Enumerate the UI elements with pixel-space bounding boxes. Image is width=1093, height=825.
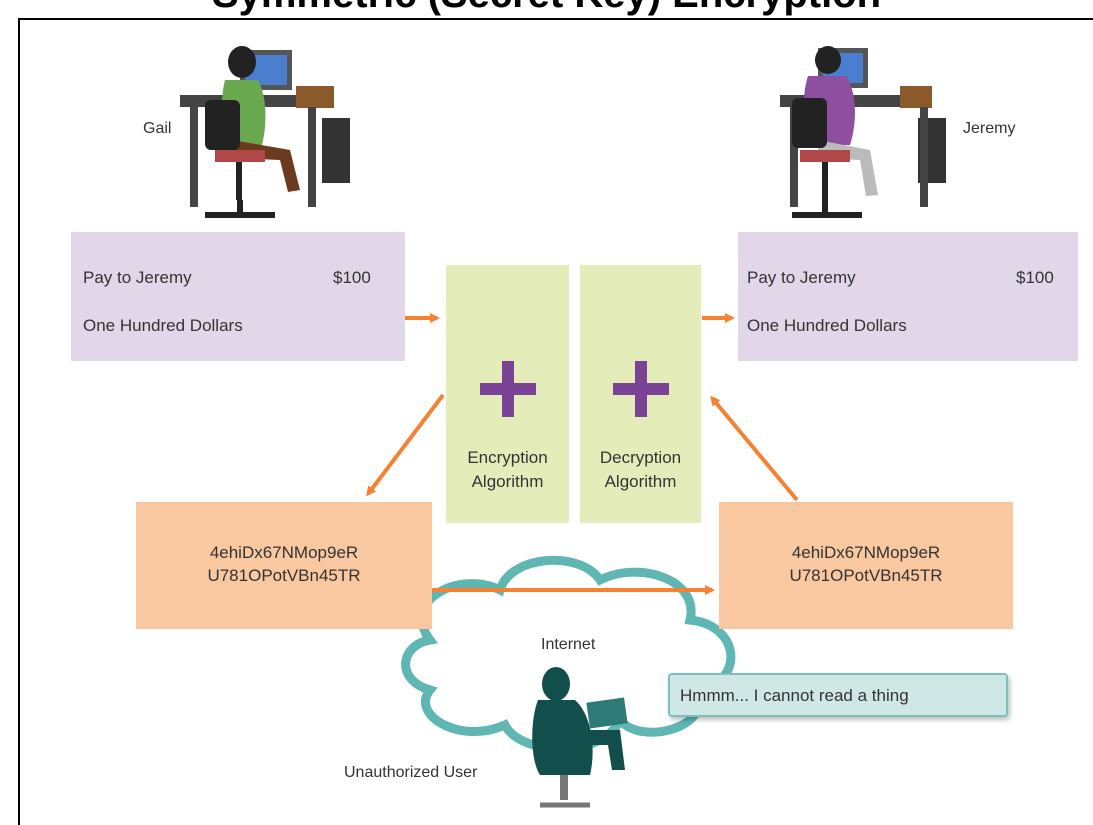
flow-arrows — [366, 313, 799, 595]
ciphertext-line2: U781OPotVBn45TR — [789, 566, 943, 585]
diagram-frame — [18, 18, 1093, 825]
plaintext-box-right: Pay to Jeremy $100 One Hundred Dollars — [738, 232, 1078, 361]
plus-icon — [613, 361, 669, 417]
ciphertext-line1: 4ehiDx67NMop9eR — [791, 543, 941, 562]
network-label: Internet — [541, 636, 596, 653]
encryption-label-line2: Algorithm — [471, 472, 544, 491]
ciphertext-line2: U781OPotVBn45TR — [207, 566, 361, 585]
speech-bubble: Hmmm... I cannot read a thing — [668, 673, 1008, 717]
plaintext-payee: Pay to Jeremy — [747, 268, 856, 287]
plaintext-amount: $100 — [333, 268, 371, 287]
unauthorized-user-figure — [532, 667, 628, 808]
plus-icon — [480, 361, 536, 417]
encryption-algorithm-box: Encryption Algorithm — [446, 265, 569, 523]
plaintext-amount-words: One Hundred Dollars — [747, 316, 907, 335]
plaintext-amount: $100 — [1016, 268, 1054, 287]
ciphertext-line1: 4ehiDx67NMop9eR — [209, 543, 359, 562]
ciphertext-box-right: 4ehiDx67NMop9eR U781OPotVBn45TR — [719, 502, 1013, 629]
decryption-algorithm-box: Decryption Algorithm — [580, 265, 701, 523]
decryption-label-line1: Decryption — [599, 448, 682, 467]
jeremy-figure — [780, 46, 946, 218]
ciphertext-box-left: 4ehiDx67NMop9eR U781OPotVBn45TR — [136, 502, 432, 629]
receiver-name: Jeremy — [963, 120, 1016, 137]
sender-name: Gail — [143, 120, 172, 137]
diagram-title: Symmetric (Secret Key) Encryption — [0, 0, 1093, 16]
speech-text: Hmmm... I cannot read a thing — [680, 686, 909, 705]
unauthorized-user-label: Unauthorized User — [344, 764, 478, 781]
arrow-encryption-to-ciphertext — [366, 393, 445, 497]
plaintext-payee: Pay to Jeremy — [83, 268, 192, 287]
plaintext-box-left: Pay to Jeremy $100 One Hundred Dollars — [71, 232, 405, 361]
plaintext-amount-words: One Hundred Dollars — [83, 316, 243, 335]
gail-figure — [180, 46, 350, 218]
decryption-label-line2: Algorithm — [604, 472, 677, 491]
arrow-ciphertext-to-decryption — [710, 395, 799, 502]
encryption-label-line1: Encryption — [467, 448, 548, 467]
